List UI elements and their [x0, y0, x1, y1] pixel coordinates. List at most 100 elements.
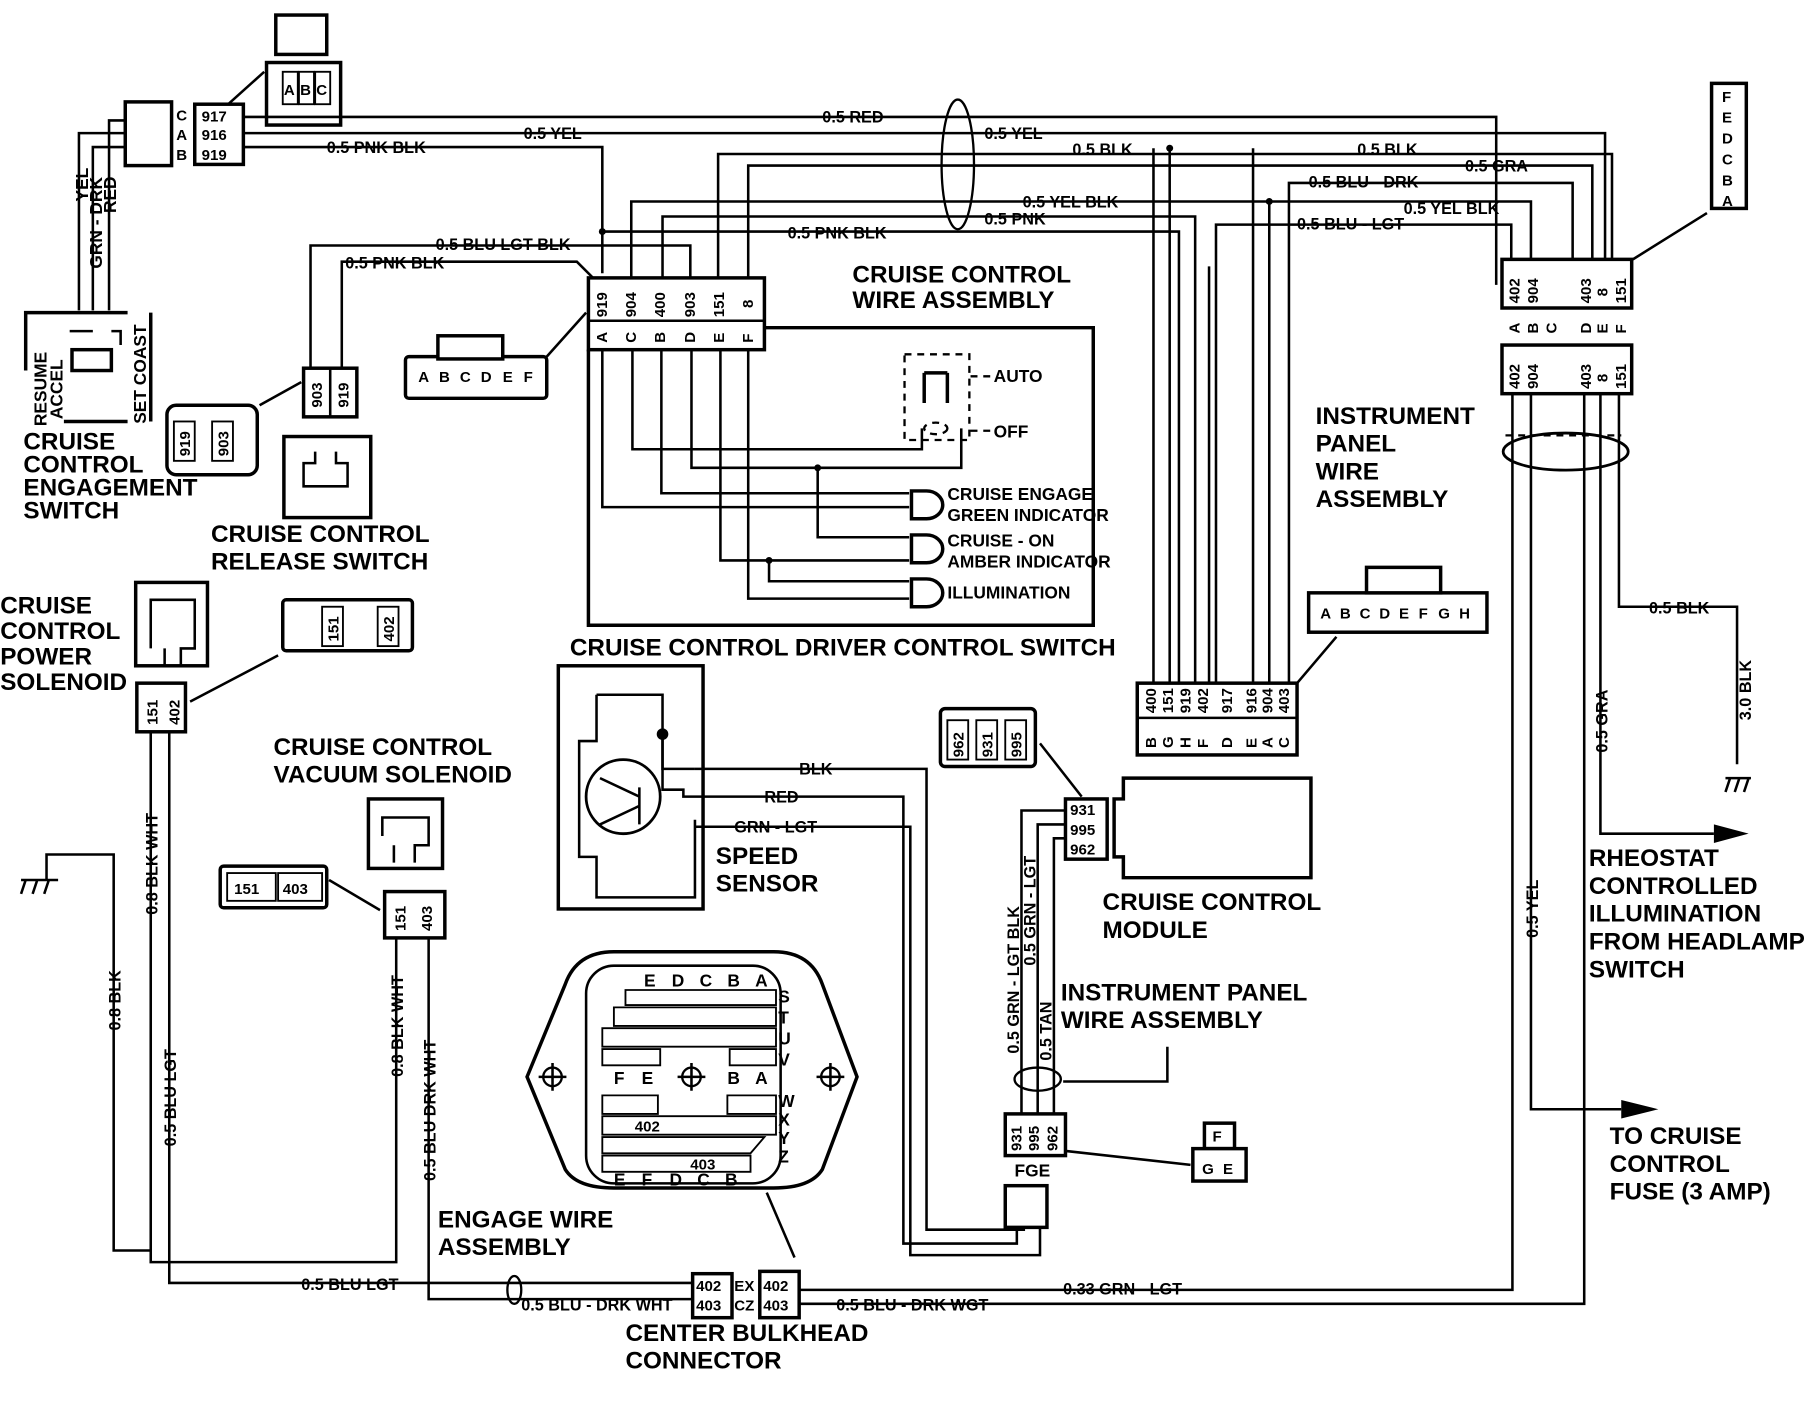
svg-text:INSTRUMENT PANEL: INSTRUMENT PANEL: [1061, 979, 1308, 1006]
ip-connector-bottom[interactable]: [1500, 343, 1634, 396]
svg-text:D: D: [1379, 605, 1390, 622]
wire-pnk: [661, 215, 1197, 684]
wire-995: [1036, 823, 1066, 1117]
svg-text:F: F: [1722, 89, 1731, 106]
center-bulkhead-connector[interactable]: E D C B A S T U V F E B A W X Y Z 402 40…: [525, 950, 859, 1190]
module-connector[interactable]: [1135, 681, 1299, 757]
ground-icon: [1724, 776, 1751, 793]
position-set-coast: SET COAST: [130, 324, 150, 424]
bulkhead-terminal-right[interactable]: [758, 1269, 801, 1320]
svg-text:CONTROLLED: CONTROLLED: [1589, 873, 1758, 900]
svg-text:AMBER INDICATOR: AMBER INDICATOR: [947, 551, 1111, 571]
wire-label-yel: YEL: [72, 167, 92, 201]
wire-yel: [77, 131, 126, 311]
vacuum-solenoid-connector[interactable]: [382, 889, 447, 940]
svg-text:ENGAGE WIRE: ENGAGE WIRE: [438, 1206, 613, 1233]
fuse-label: TO CRUISE CONTROL FUSE (3 AMP): [1610, 1123, 1771, 1206]
bulkhead-label: CENTER BULKHEAD CONNECTOR: [625, 1320, 868, 1375]
ip-lower-mating-connector[interactable]: F G E: [1191, 1121, 1248, 1183]
svg-text:A: A: [1320, 605, 1331, 622]
svg-text:E: E: [614, 1170, 626, 1190]
svg-text:MODULE: MODULE: [1103, 917, 1208, 944]
wire-402-blu-lgt: [1214, 223, 1513, 684]
speed-sensor[interactable]: [556, 664, 1019, 1245]
cruise-control-module[interactable]: [1112, 776, 1313, 880]
terminal-code: CZ: [734, 1298, 754, 1315]
svg-text:904: 904: [1525, 363, 1542, 389]
svg-text:E: E: [1223, 1161, 1233, 1178]
svg-text:F: F: [1195, 739, 1212, 748]
wire-label: 0.5 YEL: [1524, 880, 1542, 938]
bulkhead-terminal-left[interactable]: [690, 1271, 734, 1320]
svg-text:B: B: [1143, 737, 1160, 748]
svg-text:CRUISE: CRUISE: [23, 428, 115, 455]
module-side-connector[interactable]: [1063, 797, 1109, 861]
wire-grn-drk: [91, 145, 126, 311]
driver-control-switch-mating-connector[interactable]: A B C D E F: [403, 334, 549, 401]
wire-label: 0.5 BLK: [1357, 141, 1418, 159]
arrow-fuse: [1621, 1100, 1659, 1119]
ip-wire-assembly-lower-label: INSTRUMENT PANEL WIRE ASSEMBLY: [1061, 979, 1308, 1034]
vacuum-solenoid-mating-connector[interactable]: 151 403: [218, 864, 329, 910]
pin-circuit: 919: [177, 431, 194, 456]
cruise-mode-switch[interactable]: AUTO OFF: [903, 353, 1043, 442]
engagement-switch-mating-connector[interactable]: A B C: [264, 13, 343, 127]
svg-text:903: 903: [682, 292, 699, 317]
terminal-code: EX: [734, 1278, 754, 1295]
svg-text:CENTER BULKHEAD: CENTER BULKHEAD: [625, 1320, 868, 1347]
module-side-mating-connector[interactable]: 962 931 995: [938, 706, 1038, 769]
wire-label-red: RED: [100, 176, 120, 213]
svg-text:CONTROL: CONTROL: [1610, 1151, 1730, 1178]
engagement-switch-body[interactable]: RESUME ACCEL SET COAST: [23, 310, 153, 426]
svg-text:151: 151: [711, 292, 728, 317]
power-solenoid-connector[interactable]: [135, 681, 188, 734]
svg-text:962: 962: [951, 732, 968, 757]
svg-text:E: E: [711, 333, 728, 343]
rheostat-label: RHEOSTAT CONTROLLED ILLUMINATION FROM HE…: [1589, 845, 1805, 983]
svg-text:F: F: [740, 334, 757, 343]
svg-text:SWITCH: SWITCH: [23, 498, 119, 525]
wire-label: 0.33 GRN - LGT: [1063, 1281, 1182, 1299]
svg-text:CRUISE CONTROL: CRUISE CONTROL: [852, 262, 1071, 289]
connector-arrow: [1065, 1149, 1191, 1167]
svg-text:H: H: [1178, 737, 1195, 748]
svg-text:ILLUMINATION: ILLUMINATION: [1589, 901, 1761, 928]
power-solenoid-mating-connector[interactable]: 151 402: [281, 598, 415, 653]
ip-connector-top-pins: 402 904 403 8 151: [1506, 278, 1630, 304]
svg-text:F: F: [524, 369, 533, 386]
ip-connector-mating[interactable]: F E D C B A: [1709, 81, 1749, 211]
svg-text:FROM HEADLAMP: FROM HEADLAMP: [1589, 928, 1805, 955]
pin-circuit: 917: [202, 109, 227, 126]
driver-control-switch-connector[interactable]: [586, 276, 767, 352]
release-switch-body: [282, 434, 373, 520]
svg-text:CRUISE CONTROL: CRUISE CONTROL: [273, 734, 492, 761]
wire-label: BLK: [799, 761, 833, 779]
svg-text:916: 916: [1244, 688, 1261, 713]
svg-text:A: A: [418, 369, 429, 386]
speed-sensor-label: SPEED SENSOR: [716, 843, 819, 898]
svg-text:402: 402: [1195, 688, 1212, 713]
ip-connector-top[interactable]: [1500, 257, 1634, 310]
pin-circuit: 402: [167, 700, 184, 725]
svg-text:D: D: [1219, 737, 1236, 748]
module-connector-pins: 400 151 919 402 917 916 904 403 B G H F …: [1143, 688, 1293, 748]
svg-text:ENGAGEMENT: ENGAGEMENT: [23, 475, 197, 502]
engagement-switch-connector[interactable]: [192, 102, 246, 167]
svg-text:POWER: POWER: [0, 644, 92, 671]
svg-text:A: A: [594, 332, 611, 343]
module-mating-connector[interactable]: A B C D E F G H: [1306, 565, 1489, 634]
svg-text:WIRE ASSEMBLY: WIRE ASSEMBLY: [852, 287, 1054, 314]
pin-circuit: 995: [1070, 822, 1095, 839]
arrow-rheostat: [1713, 824, 1749, 843]
connector-arrow: [328, 878, 381, 912]
ip-lower-connector[interactable]: [1003, 1112, 1068, 1158]
svg-text:402: 402: [635, 1118, 660, 1135]
svg-text:W: W: [778, 1091, 795, 1111]
switch-position-off: OFF: [994, 422, 1029, 442]
svg-text:403: 403: [283, 881, 308, 898]
svg-text:931: 931: [980, 732, 997, 757]
svg-text:151: 151: [1613, 364, 1630, 389]
wire-label: 0.5 YEL BLK: [1404, 200, 1500, 218]
wire-919-pnk-blk-left: [340, 260, 594, 369]
vacuum-solenoid-label: CRUISE CONTROL VACUUM SOLENOID: [273, 734, 511, 789]
